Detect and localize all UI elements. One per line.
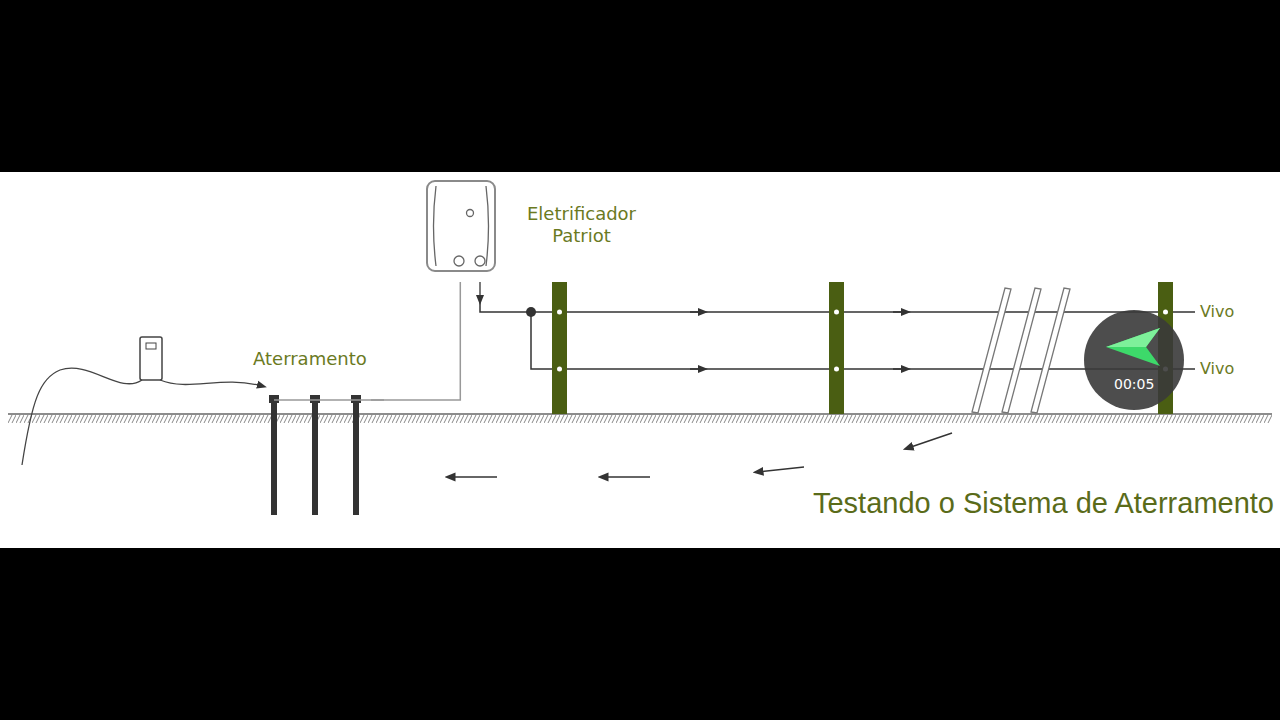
slanted-poles bbox=[972, 288, 1070, 413]
ground-lead-wire bbox=[371, 282, 460, 400]
grounding-system: Aterramento bbox=[253, 348, 371, 518]
fence-posts bbox=[552, 282, 1173, 414]
junction-dot bbox=[526, 307, 536, 317]
caption: Testando o Sistema de Aterramento bbox=[813, 486, 1274, 521]
section-label: Aterramento bbox=[253, 348, 371, 370]
energizer-box: Eletrificador Patriot bbox=[426, 180, 496, 272]
device-label: Eletrificador Patriot bbox=[519, 203, 644, 246]
voltmeter bbox=[22, 337, 262, 465]
ground-line bbox=[8, 413, 1272, 415]
ground-hatch bbox=[8, 414, 1272, 424]
ground-bus-wire bbox=[274, 399, 384, 401]
playback-overlay bbox=[1084, 310, 1184, 410]
video-timer: 00:05 bbox=[1114, 376, 1154, 393]
energizer-details bbox=[434, 186, 489, 266]
wire-label: Vivo bbox=[1200, 359, 1234, 378]
wire-label: Vivo bbox=[1200, 302, 1234, 321]
current-arrows bbox=[690, 312, 906, 369]
return-arrows bbox=[450, 433, 952, 477]
insulators bbox=[557, 310, 1168, 372]
ground-rods bbox=[269, 395, 361, 515]
feed-wire bbox=[479, 282, 480, 300]
